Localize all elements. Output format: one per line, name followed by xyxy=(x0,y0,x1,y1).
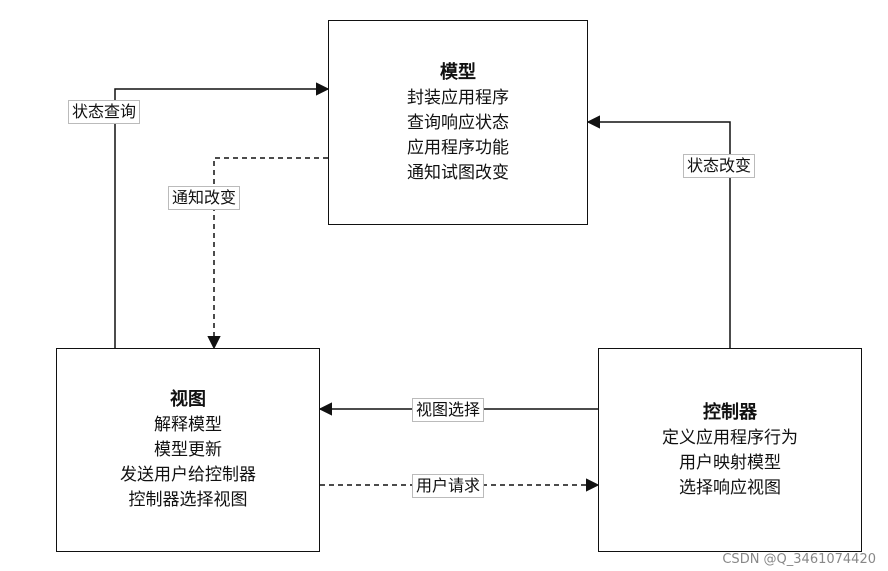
state-change-arrow xyxy=(586,115,731,348)
view-select-label: 视图选择 xyxy=(412,398,485,422)
controller-line: 选择响应视图 xyxy=(679,477,781,498)
user-request-label: 用户请求 xyxy=(412,474,485,498)
view-line: 解释模型 xyxy=(154,415,222,435)
model-line: 通知试图改变 xyxy=(407,162,509,183)
model-title: 模型 xyxy=(440,61,476,83)
state-change-label: 状态改变 xyxy=(683,154,756,178)
controller-line: 用户映射模型 xyxy=(679,452,781,473)
model-box: 模型 封装应用程序 查询响应状态 应用程序功能 通知试图改变 xyxy=(328,20,588,225)
model-line: 查询响应状态 xyxy=(407,112,509,133)
view-line: 模型更新 xyxy=(154,440,222,460)
controller-title: 控制器 xyxy=(703,401,757,423)
notify-change-label: 通知改变 xyxy=(168,186,241,210)
controller-line: 定义应用程序行为 xyxy=(662,427,798,448)
model-line: 封装应用程序 xyxy=(407,87,509,108)
view-line: 发送用户给控制器 xyxy=(120,465,256,485)
notify-change-arrow xyxy=(207,157,328,350)
model-line: 应用程序功能 xyxy=(407,137,509,158)
view-line: 控制器选择视图 xyxy=(128,490,248,510)
view-title: 视图 xyxy=(170,389,206,410)
state-query-label: 状态查询 xyxy=(68,100,141,124)
state-query-arrow xyxy=(114,82,330,348)
view-box: 视图 解释模型 模型更新 发送用户给控制器 控制器选择视图 xyxy=(56,348,320,552)
controller-box: 控制器 定义应用程序行为 用户映射模型 选择响应视图 xyxy=(598,348,862,552)
watermark: CSDN @Q_3461074420 xyxy=(722,552,876,567)
